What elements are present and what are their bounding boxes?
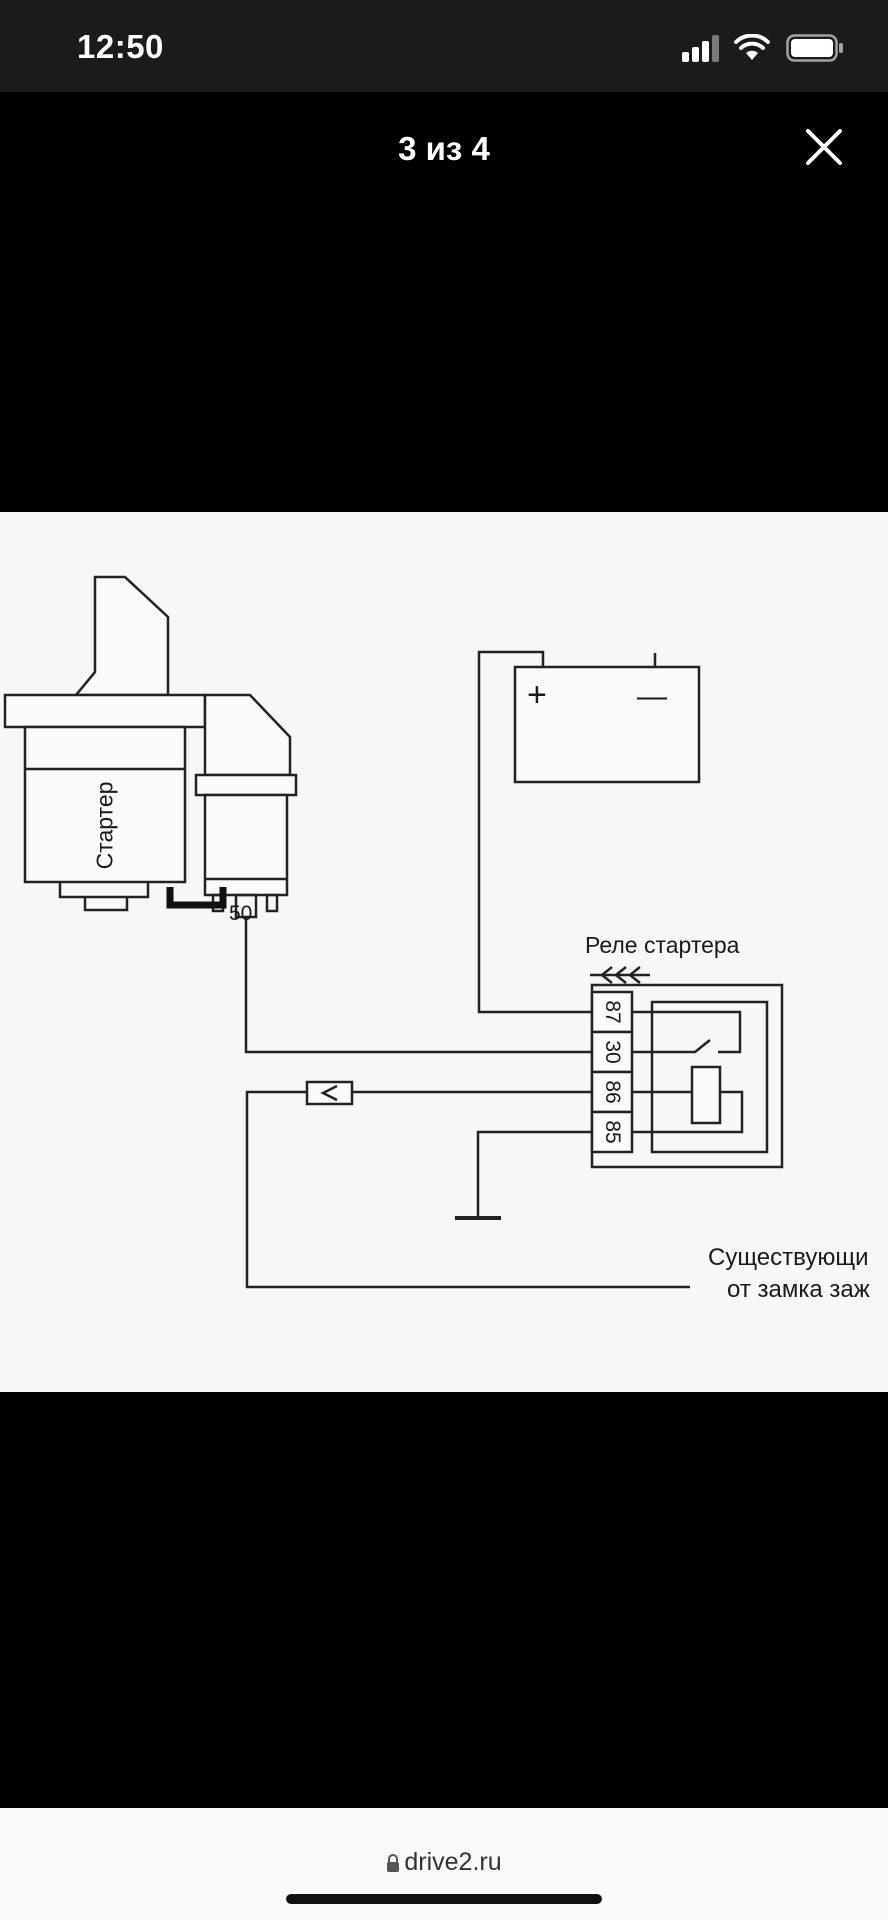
relay-pin-87: 87 (601, 1000, 624, 1024)
terminal-50-label: 50 (229, 902, 253, 925)
starter-label: Стартер (91, 781, 118, 870)
lock-icon (387, 1853, 400, 1872)
status-time: 12:50 (77, 28, 164, 65)
relay-pin-86: 86 (601, 1080, 624, 1104)
image-counter: 3 из 4 (398, 130, 490, 167)
cellular-signal-icon (682, 35, 719, 62)
browser-bottom-bar: drive2.ru (0, 1808, 888, 1920)
wifi-icon (734, 34, 770, 60)
battery-plus-label: + (527, 676, 547, 714)
close-button[interactable] (792, 115, 856, 179)
status-bar: 12:50 (0, 0, 888, 92)
diagram-caption-line1: Существующи (708, 1244, 869, 1271)
viewer-header: 3 из 4 (0, 93, 888, 203)
diagram-caption-line2: от замка заж (727, 1276, 870, 1303)
url-row[interactable]: drive2.ru (0, 1848, 888, 1877)
battery-icon (786, 34, 843, 62)
relay-title: Реле стартера (585, 932, 740, 958)
close-icon (806, 129, 842, 165)
home-indicator (286, 1894, 602, 1904)
battery-minus-label: — (637, 680, 667, 713)
wiring-diagram (3, 575, 784, 1289)
url-text: drive2.ru (404, 1848, 502, 1876)
relay-pin-30: 30 (601, 1040, 624, 1064)
relay-pin-85: 85 (601, 1120, 624, 1144)
photo-viewer-image[interactable]: Стартер 50 + — Реле стартера 87 30 86 85… (0, 512, 888, 1392)
